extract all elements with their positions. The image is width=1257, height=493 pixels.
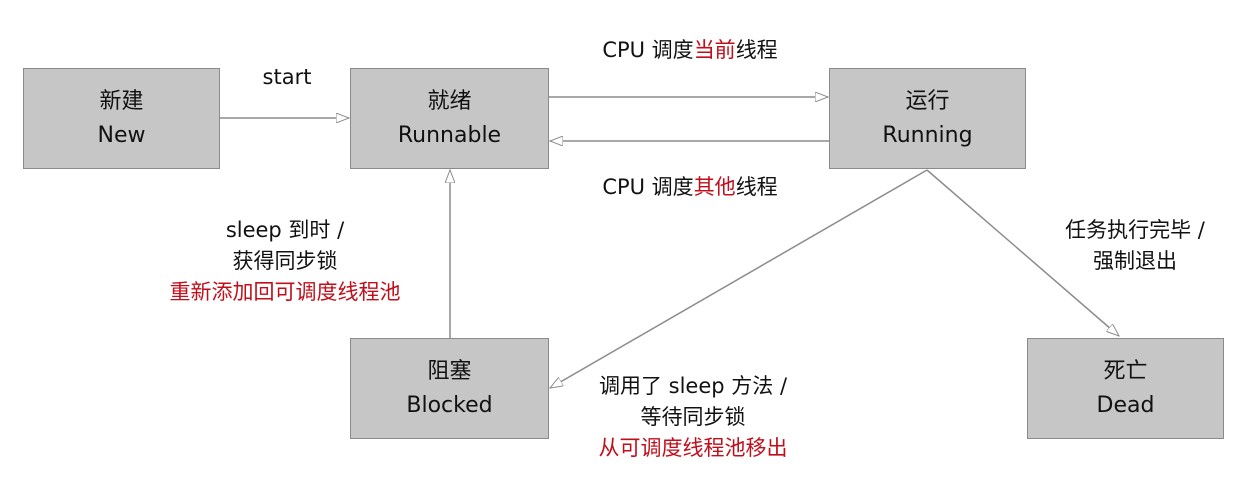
state-running-zh: 运行 bbox=[905, 88, 950, 114]
label-block-line3: 从可调度线程池移出 bbox=[598, 436, 788, 460]
label-finish-line2: 强制退出 bbox=[1093, 249, 1177, 273]
label-finish: 任务执行完毕 / 强制退出 bbox=[1040, 215, 1230, 277]
state-running: 运行 Running bbox=[829, 68, 1026, 169]
label-block-line2: 等待同步锁 bbox=[640, 405, 746, 429]
label-finish-line1: 任务执行完毕 / bbox=[1065, 218, 1205, 242]
state-running-en: Running bbox=[882, 122, 973, 148]
state-dead: 死亡 Dead bbox=[1027, 338, 1224, 439]
label-block-line1: 调用了 sleep 方法 / bbox=[598, 374, 788, 398]
state-new-en: New bbox=[97, 122, 146, 148]
edge-running-to-blocked bbox=[550, 169, 928, 388]
state-blocked-zh: 阻塞 bbox=[427, 358, 472, 384]
label-cpu-other-prefix: CPU 调度 bbox=[602, 175, 694, 199]
label-cpu-other-suffix: 线程 bbox=[735, 175, 778, 199]
state-new: 新建 New bbox=[23, 68, 220, 169]
label-cpu-other: CPU 调度其他线程 bbox=[560, 172, 820, 203]
label-cpu-current: CPU 调度当前线程 bbox=[560, 35, 820, 66]
label-unblock-line2: 获得同步锁 bbox=[232, 249, 338, 273]
state-blocked-en: Blocked bbox=[406, 392, 493, 418]
state-dead-en: Dead bbox=[1096, 392, 1155, 418]
label-cpu-current-suffix: 线程 bbox=[735, 38, 778, 62]
label-unblock-line1: sleep 到时 / bbox=[225, 218, 345, 242]
state-runnable-zh: 就绪 bbox=[427, 88, 472, 114]
label-block: 调用了 sleep 方法 / 等待同步锁 从可调度线程池移出 bbox=[565, 371, 821, 464]
label-unblock-line3: 重新添加回可调度线程池 bbox=[169, 280, 401, 304]
label-cpu-current-highlight: 当前 bbox=[693, 38, 736, 62]
edge-running-to-dead bbox=[926, 169, 1119, 336]
state-runnable: 就绪 Runnable bbox=[350, 68, 549, 169]
state-dead-zh: 死亡 bbox=[1103, 358, 1148, 384]
label-start: start bbox=[262, 65, 312, 89]
state-new-zh: 新建 bbox=[99, 88, 144, 114]
label-unblock: sleep 到时 / 获得同步锁 重新添加回可调度线程池 bbox=[140, 215, 430, 308]
state-blocked: 阻塞 Blocked bbox=[350, 338, 549, 439]
state-runnable-en: Runnable bbox=[397, 122, 502, 148]
label-cpu-current-prefix: CPU 调度 bbox=[602, 38, 694, 62]
label-cpu-other-highlight: 其他 bbox=[693, 175, 736, 199]
